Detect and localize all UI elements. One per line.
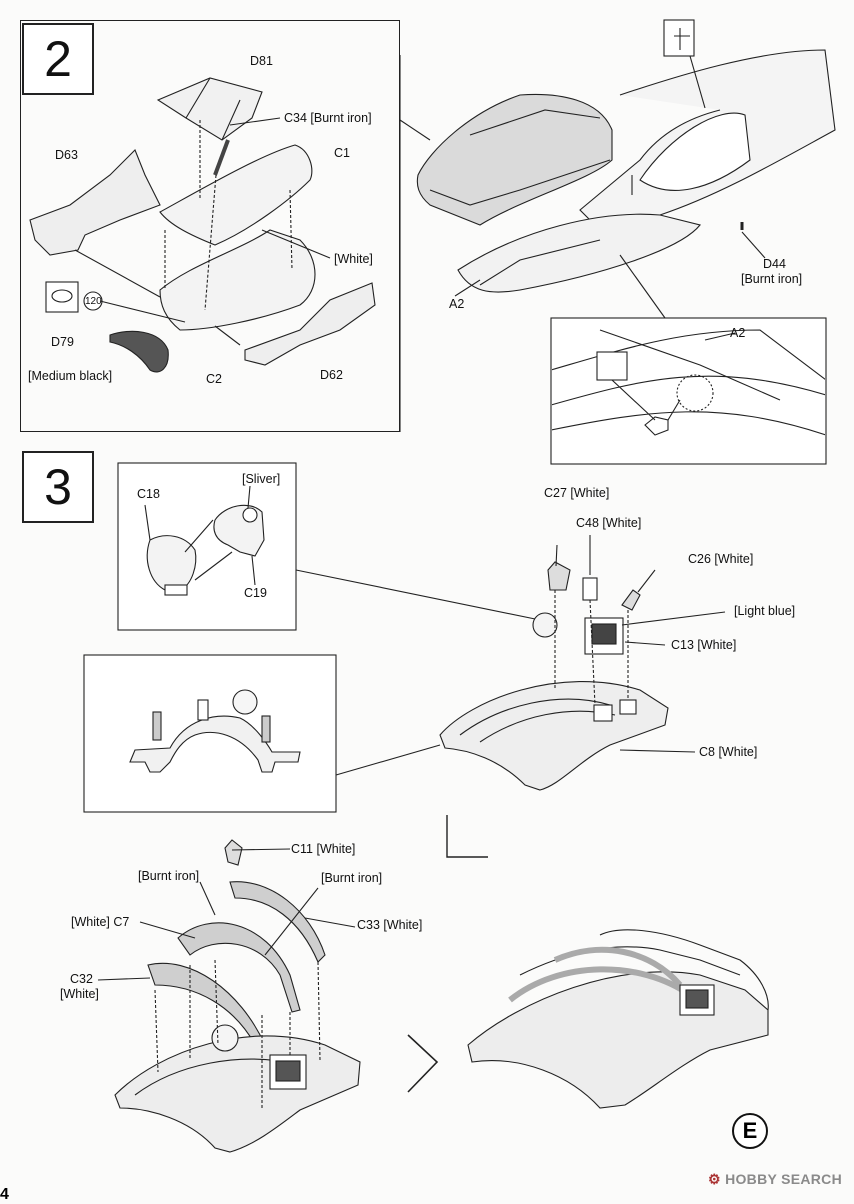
part-c8 [439, 561, 669, 791]
label-light-blue: [Light blue] [734, 604, 796, 618]
label-c13: C13 [White] [671, 638, 737, 652]
label-c2: C2 [206, 372, 222, 386]
label-c8: C8 [White] [699, 745, 758, 759]
part-lower-tub [114, 1024, 361, 1153]
label-d62: D62 [320, 368, 343, 382]
label-c32: C32 [70, 972, 93, 986]
part-c2 [159, 229, 316, 331]
page-number: 4 [0, 1186, 9, 1203]
part-fuselage-front [579, 19, 836, 231]
completed-assembly [467, 929, 769, 1109]
version-mark-e: E [732, 1113, 768, 1149]
part-c1 [159, 144, 313, 246]
step-3-number: 3 [22, 451, 94, 523]
part-c7 [177, 922, 301, 1013]
hobbysearch-watermark: ⚙ HOBBY SEARCH [708, 1171, 842, 1188]
label-c26: C26 [White] [688, 552, 754, 566]
label-c1: C1 [334, 146, 350, 160]
label-c11: C11 [White] [291, 842, 356, 856]
part-c33 [229, 881, 326, 963]
part-canopy-tub [416, 93, 613, 226]
part-a2 [457, 213, 701, 293]
label-c48: C48 [White] [576, 516, 642, 530]
label-c32-color: [White] [60, 987, 99, 1001]
label-d79: D79 [51, 335, 74, 349]
label-burnt-iron-right: [Burnt iron] [321, 871, 383, 885]
label-c18: C18 [137, 487, 160, 501]
label-c7: [White] C7 [71, 915, 130, 929]
label-c34: C34 [Burnt iron] [284, 111, 372, 125]
label-d44-color: [Burnt iron] [741, 272, 803, 286]
label-a2: A2 [449, 297, 465, 311]
part-d62 [244, 282, 376, 366]
side-view-frame [83, 654, 337, 813]
label-sliver: [Sliver] [242, 472, 281, 486]
part-d81 [156, 77, 263, 141]
label-d44: D44 [763, 257, 786, 271]
label-c33: C33 [White] [357, 918, 423, 932]
label-medium-black: [Medium black] [28, 369, 113, 383]
label-burnt-iron-left: [Burnt iron] [138, 869, 200, 883]
part-d63 [29, 149, 161, 256]
label-120: 120 [85, 296, 102, 307]
part-c11 [224, 839, 243, 866]
label-d81: D81 [250, 54, 273, 68]
label-d63: D63 [55, 148, 78, 162]
hobbysearch-logo-icon: ⚙ [708, 1171, 721, 1187]
label-c19: C19 [244, 586, 267, 600]
step-2-number: 2 [22, 23, 94, 95]
label-detail-a2: A2 [730, 326, 746, 340]
label-c27: C27 [White] [544, 486, 610, 500]
label-white: [White] [334, 252, 373, 266]
watermark-brand: HOBBY SEARCH [725, 1171, 842, 1187]
a2-detail-frame [550, 317, 827, 465]
